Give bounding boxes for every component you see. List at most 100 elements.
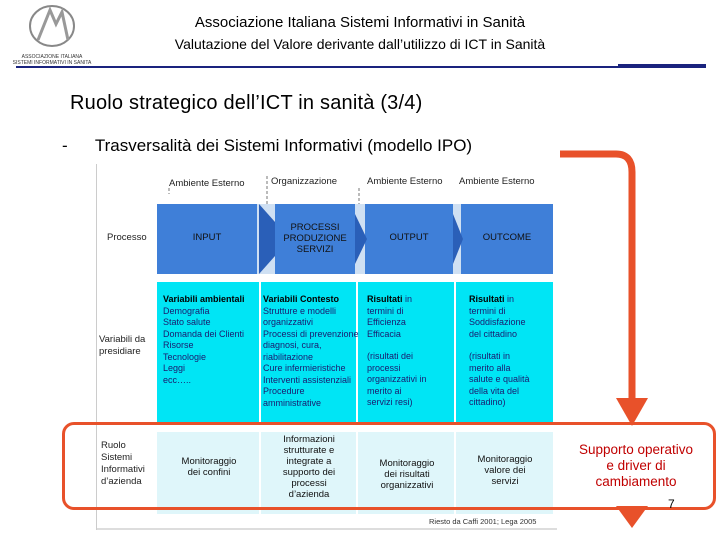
ruolo1-line: dei confini xyxy=(187,467,231,478)
ruolo4-line: Monitoraggio xyxy=(477,454,533,465)
var1-line: Stato salute xyxy=(163,317,211,327)
row-label-ruolo-l2: Sistemi xyxy=(101,452,133,463)
var2-line: diagnosi, cura, xyxy=(263,340,322,350)
risultati-outcome-heading: Risultati xyxy=(469,294,505,304)
step-output: OUTPUT xyxy=(389,232,429,243)
header-title: Associazione Italiana Sistemi Informativ… xyxy=(194,14,526,31)
ipo-diagram: Ambiente Esterno Organizzazione Ambiente… xyxy=(96,164,557,530)
ruolo4-line: servizi xyxy=(491,476,519,487)
var3-line: termini di xyxy=(367,305,404,316)
var4-line xyxy=(469,340,530,351)
row-label-ruolo-l4: d’azienda xyxy=(101,476,142,487)
ruolo-band xyxy=(157,432,553,514)
variabili-contesto: Variabili Contesto Strutture e modelli o… xyxy=(263,294,359,409)
var3-line xyxy=(367,340,427,351)
var4-line: della vita del xyxy=(469,385,520,396)
var3-line: Efficacia xyxy=(367,328,401,339)
callout-text: Supporto operativo e driver di cambiamen… xyxy=(560,442,712,490)
ipo-diagram-graphics xyxy=(97,176,557,530)
var1-line: Demografia xyxy=(163,305,210,316)
var4-line: in xyxy=(504,294,515,304)
var4-line: Soddisfazione xyxy=(469,317,526,327)
svg-text:ASSOCIAZIONE ITALIANA: ASSOCIAZIONE ITALIANA xyxy=(22,54,83,60)
step-input: INPUT xyxy=(192,232,222,243)
step-processi: PROCESSI PRODUZIONE SERVIZI xyxy=(273,222,357,255)
ruolo2-line: supporto dei xyxy=(282,467,336,478)
var1-line: Tecnologie xyxy=(163,351,207,362)
step-processi-l2: PRODUZIONE xyxy=(283,233,347,244)
var3-line: Efficienza xyxy=(367,317,406,327)
var4-line: (risultati in xyxy=(469,351,511,361)
callout-box xyxy=(62,422,716,510)
ruolo2-line: strutturate e xyxy=(283,445,335,456)
ruolo1-line: Monitoraggio xyxy=(181,456,237,467)
bullet-marker: - xyxy=(62,136,68,155)
step-processi-l1: PROCESSI xyxy=(290,222,340,233)
slide-bullet: - Trasversalità dei Sistemi Informativi … xyxy=(62,136,472,156)
header-rule-accent xyxy=(618,64,706,68)
var2-line: Interventi assistenziali xyxy=(263,374,352,385)
row-label-processo: Processo xyxy=(107,232,147,243)
var2-line: riabilitazione xyxy=(263,351,314,362)
ruolo4-line: valore dei xyxy=(484,465,526,476)
var4-line: termini di xyxy=(469,305,506,316)
ruolo-informazioni: Informazioni strutturate e integrate a s… xyxy=(261,434,357,500)
header-rule xyxy=(16,66,706,68)
var2-line: amministrative xyxy=(263,397,322,408)
row-label-ruolo-l3: Informativi xyxy=(101,464,145,475)
ruolo3-line: Monitoraggio xyxy=(379,458,435,469)
variabili-contesto-heading: Variabili Contesto xyxy=(263,294,340,304)
var4-line: del cittadino xyxy=(469,328,518,339)
processi-box xyxy=(275,204,355,274)
input-box xyxy=(157,204,257,274)
row-label-ruolo-l1: Ruolo xyxy=(101,440,126,451)
variabili-ambientali: Variabili ambientali Demografia Stato sa… xyxy=(163,294,245,386)
var2-line: Cure infermieristiche xyxy=(263,363,346,373)
ruolo-confini: Monitoraggio dei confini xyxy=(159,456,259,478)
var2-line: Processi di prevenzione xyxy=(263,328,359,339)
var3-line: processi xyxy=(367,362,401,373)
top-label-organizzazione: Organizzazione xyxy=(271,176,338,187)
outcome-box xyxy=(461,204,553,274)
risultati-output-heading: Risultati xyxy=(367,294,403,304)
risultati-outcome: Risultati in termini di Soddisfazione de… xyxy=(469,294,530,409)
callout-line-2: e driver di xyxy=(606,458,666,473)
var1-line: ecc….. xyxy=(163,374,192,385)
var2-line: Procedure xyxy=(263,386,305,396)
ruolo-risultati: Monitoraggio dei risultati organizzativi xyxy=(359,458,455,491)
slide-title: Ruolo strategico dell’ICT in sanità (3/4… xyxy=(70,92,423,114)
bullet-text: Trasversalità dei Sistemi Informativi (m… xyxy=(94,136,473,155)
ruolo3-line: dei risultati xyxy=(384,469,430,480)
top-label-ambiente-3: Ambiente Esterno xyxy=(459,176,535,187)
ruolo-valore: Monitoraggio valore dei servizi xyxy=(457,454,553,487)
var3-line: (risultati dei xyxy=(367,351,414,361)
header-subtitle: Valutazione del Valore derivante dall’ut… xyxy=(174,36,546,52)
row-label-ruolo: Ruolo Sistemi Informativi d’azienda xyxy=(101,440,145,488)
top-label-ambiente-2: Ambiente Esterno xyxy=(367,176,443,187)
var3-line: in xyxy=(402,294,413,304)
step-processi-l3: SERVIZI xyxy=(296,244,334,255)
risultati-output: Risultati in termini di Efficienza Effic… xyxy=(367,294,427,409)
aisis-logo: ASSOCIAZIONE ITALIANA SISTEMI INFORMATIV… xyxy=(13,5,92,66)
var3-line: merito ai xyxy=(367,385,402,396)
var1-line: Risorse xyxy=(163,340,194,350)
ruolo2-line: processi xyxy=(291,478,327,489)
diagram-source: Riesto da Caffi 2001; Lega 2005 xyxy=(429,517,537,526)
row-label-variabili-l1: Variabili da xyxy=(99,334,146,345)
output-box xyxy=(365,204,453,274)
ruolo2-line: Informazioni xyxy=(283,434,335,445)
page-number: 7 xyxy=(668,497,675,511)
svg-text:SISTEMI INFORMATIVI IN SANITA: SISTEMI INFORMATIVI IN SANITA xyxy=(13,60,92,66)
var4-line: salute e qualità xyxy=(469,374,530,384)
ruolo3-line: organizzativi xyxy=(380,480,434,491)
var2-line: organizzativi xyxy=(263,317,314,327)
var1-line: Domanda dei Clienti xyxy=(163,328,245,339)
var3-line: servizi resi) xyxy=(367,397,413,407)
top-label-ambiente-1: Ambiente Esterno xyxy=(169,178,245,189)
var1-line: Leggi xyxy=(163,363,186,373)
red-down-arrow xyxy=(560,150,648,528)
step-outcome: OUTCOME xyxy=(482,232,532,243)
callout-line-1: Supporto operativo xyxy=(578,442,694,457)
callout-line-3: cambiamento xyxy=(595,474,677,489)
variabili-ambientali-heading: Variabili ambientali xyxy=(163,294,245,304)
